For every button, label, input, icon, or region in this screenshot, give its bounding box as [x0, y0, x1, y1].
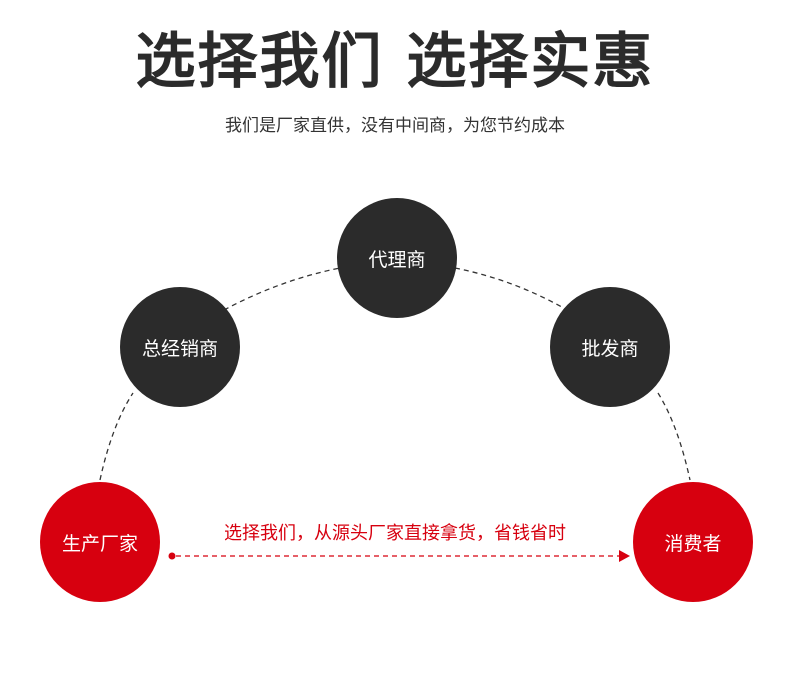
direct-path-label: 选择我们，从源头厂家直接拿货，省钱省时	[224, 523, 566, 544]
arc-segment-wholesaler-consumer	[657, 392, 691, 481]
arc-segment-manufacturer-distributor	[99, 392, 134, 481]
node-wholesaler: 批发商	[550, 287, 670, 407]
node-general-distributor: 总经销商	[120, 287, 240, 407]
node-general-distributor-label: 总经销商	[141, 337, 218, 360]
node-manufacturer: 生产厂家	[40, 482, 160, 602]
page-title: 选择我们 选择实惠	[135, 27, 655, 97]
node-consumer: 消费者	[633, 482, 753, 602]
node-manufacturer-label: 生产厂家	[61, 532, 138, 555]
node-consumer-label: 消费者	[664, 532, 722, 555]
arc-segment-agent-wholesaler	[454, 267, 568, 311]
node-agent-label: 代理商	[368, 248, 426, 271]
page-subtitle: 我们是厂家直供，没有中间商，为您节约成本	[225, 116, 565, 136]
arc-segment-distributor-agent	[223, 267, 341, 311]
direct-path-arrowhead	[619, 550, 630, 562]
direct-path-start-dot	[168, 552, 176, 560]
node-agent: 代理商	[337, 198, 457, 318]
node-wholesaler-label: 批发商	[581, 337, 639, 360]
